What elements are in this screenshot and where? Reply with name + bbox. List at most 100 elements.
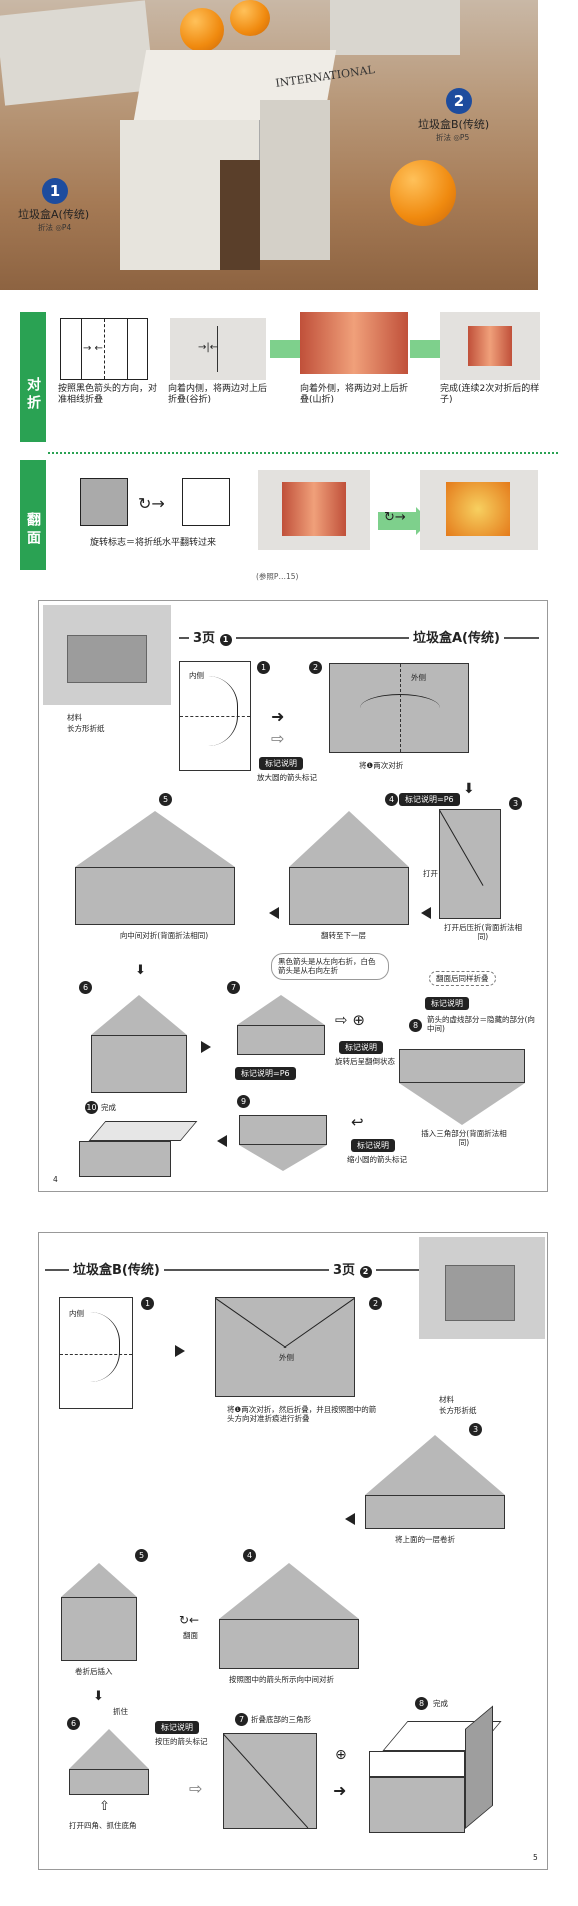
step-1-paper — [59, 1297, 133, 1409]
outer-label: 外侧 — [411, 673, 426, 682]
page-title: 垃圾盒B(传统) — [69, 1259, 164, 1278]
flip-after — [182, 478, 230, 526]
flip-label: 翻面 — [183, 1631, 198, 1640]
arrow-icon: ⇨ — [189, 1779, 203, 1798]
material-desc: 长方形折纸 — [439, 1406, 477, 1415]
step-7-caption: 旋转后呈翻倒状态 — [335, 1057, 395, 1066]
mark-badge: 标记说明=P6 — [235, 1067, 296, 1080]
flip-photo-2 — [420, 470, 538, 550]
mark-badge: 标记说明 — [259, 757, 303, 770]
flip-caption: 旋转标志＝将折纸水平翻转过来 — [90, 538, 217, 548]
step-5-paper — [61, 1597, 137, 1661]
orange — [390, 160, 456, 226]
step-number: 3 — [469, 1423, 482, 1436]
step-6-paper — [69, 1769, 149, 1795]
arrow-icon: ⇧ — [99, 1799, 110, 1814]
mark-badge: 标记说明=P6 — [399, 793, 460, 806]
step-number: 2 — [369, 1297, 382, 1310]
page-number: 4 — [53, 1175, 58, 1184]
flip-icon: ↻← — [179, 1613, 200, 1627]
inner-label: 内侧 — [69, 1309, 84, 1318]
fold-caption-3: 向着外侧，将两边对上后折叠(山折) — [300, 384, 409, 406]
flip-icon: ↻→ — [138, 494, 165, 513]
step-4-caption: 翻转至下一层 — [321, 931, 366, 940]
item-title-2: 垃圾盒B(传统) — [418, 118, 490, 131]
orange — [230, 0, 270, 36]
flip-photo-1 — [258, 470, 370, 550]
tab-duizhe: 对折 — [20, 312, 46, 442]
step-9-paper — [239, 1115, 327, 1145]
step-number: 8 — [415, 1697, 428, 1710]
step-4-paper — [219, 1619, 359, 1669]
mark-badge: 标记说明 — [155, 1721, 199, 1734]
step-7-paper — [223, 1733, 317, 1829]
material-photo — [43, 605, 171, 705]
step-10-label: 完成 — [101, 1103, 116, 1112]
step-8-desc: 箭头的虚线部分＝隐藏的部分(向中间) — [427, 1015, 535, 1034]
step-8-label: 完成 — [433, 1699, 448, 1708]
note-back: 翻面后同样折叠 — [429, 971, 496, 987]
diagram-page-a: 材料 长方形折纸 3页 1 垃圾盒A(传统) 内侧 1 ➜ ⇨ 标记说明 放大圆… — [38, 600, 548, 1192]
step-number: 10 — [85, 1101, 98, 1114]
step-2-paper — [215, 1297, 355, 1397]
fold-step-4 — [440, 312, 540, 380]
step-5-paper — [75, 867, 235, 925]
step-number: 6 — [79, 981, 92, 994]
mark-enlarge: 放大圆的箭头标记 — [257, 773, 317, 782]
step-3-caption: 将上面的一层卷折 — [395, 1535, 455, 1544]
step-6-caption: 打开四角、抓住底角 — [69, 1821, 137, 1830]
fold-step-2: →|← — [170, 318, 266, 380]
item-ref-2: 折法 ◎P5 — [436, 133, 470, 142]
step-number: 5 — [159, 793, 172, 806]
step-number: 3 — [509, 797, 522, 810]
step-number: 6 — [67, 1717, 80, 1730]
inner-label: 内侧 — [189, 671, 204, 680]
step-5-caption: 向中间对折(背面折法相同) — [119, 931, 209, 940]
next-ref: (参照P…15) — [256, 572, 299, 581]
step-6-desc: 按压的箭头标记 — [155, 1737, 208, 1746]
step-number: 7 — [235, 1713, 248, 1726]
step-number: 4 — [243, 1549, 256, 1562]
step-number: 8 — [409, 1019, 422, 1032]
page-ref: 3页 1 — [189, 627, 236, 646]
arrow-icon: ⇨ — [271, 729, 285, 748]
step-number: 2 — [309, 661, 322, 674]
fold-caption-2: 向着内侧，将两边对上后折叠(谷折) — [168, 384, 268, 406]
page-ref: 3页 2 — [329, 1259, 376, 1278]
material-label: 材料 — [67, 713, 82, 722]
step-4-caption: 按照图中的箭头所示向中间对折 — [229, 1675, 334, 1684]
arrow-icon: ⬇ — [93, 1689, 104, 1704]
step-number: 4 — [385, 793, 398, 806]
fold-step-3 — [300, 312, 408, 374]
finished-box-b — [369, 1705, 519, 1841]
rotate-icon: ⇨ ⊕ — [335, 1011, 365, 1029]
newspaper-box: INTERNATIONAL — [120, 50, 376, 270]
step-number: 9 — [237, 1095, 250, 1108]
diagram-page-b: 垃圾盒B(传统) 3页 2 材料 长方形折纸 内侧 1 2 外侧 将❶两次对折，… — [38, 1232, 548, 1870]
arrow-icon: ➜ — [271, 707, 285, 726]
note-arrows: 黑色箭头是从左向右折，白色箭头是从右向左折 — [271, 953, 389, 980]
step-9-caption: 缩小圆的箭头标记 — [347, 1155, 407, 1164]
material-photo — [419, 1237, 545, 1339]
fold-caption-1: 按照黑色箭头的方向，对准相线折叠 — [58, 384, 158, 406]
step-8-caption: 插入三角部分(背面折法相同) — [421, 1129, 507, 1148]
mark-badge: 标记说明 — [351, 1139, 395, 1152]
step-number: 5 — [135, 1549, 148, 1562]
step-3-paper — [439, 809, 501, 919]
step-number: 1 — [257, 661, 270, 674]
step-2-caption: 将❶两次对折 — [359, 761, 404, 770]
outer-label: 外侧 — [279, 1353, 294, 1362]
item-number-2: 2 — [446, 88, 472, 114]
page-number: 5 — [533, 1853, 538, 1862]
flip-icon: ↻→ — [384, 510, 406, 525]
step-7-paper — [237, 1025, 325, 1055]
arrow-icon: ⬇ — [463, 781, 475, 797]
step-4-paper — [289, 867, 409, 925]
flip-before — [80, 478, 128, 526]
step-2-paper — [329, 663, 469, 753]
arrow-icon: ↩ — [351, 1113, 364, 1131]
item-title-1: 垃圾盒A(传统) — [18, 208, 90, 221]
step-3-caption: 打开后压折(背面折法相同) — [444, 923, 522, 942]
step-6-paper — [91, 1035, 187, 1093]
item-number-1: 1 — [42, 178, 68, 204]
